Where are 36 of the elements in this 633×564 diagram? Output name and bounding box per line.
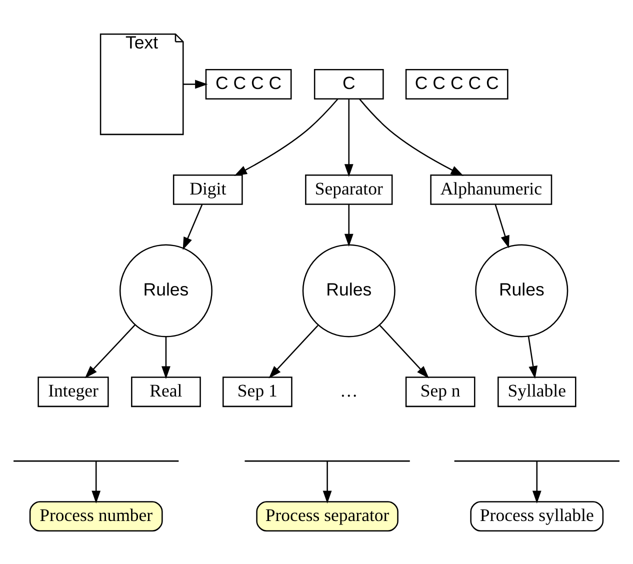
arrow (322, 460, 332, 503)
arrow (162, 336, 170, 378)
node-box: Syllable (498, 376, 576, 407)
arrow (528, 336, 538, 378)
node-box: Alphanumeric (430, 174, 552, 204)
arrow (532, 460, 542, 503)
arrow (379, 324, 430, 378)
arrow (182, 204, 203, 250)
arrow (184, 79, 208, 88)
node-box: Process separator (256, 500, 398, 532)
arrow (494, 204, 510, 248)
node-circle: Rules (302, 244, 396, 337)
arrow (344, 204, 354, 246)
arrow (92, 460, 101, 503)
node-brace (244, 460, 410, 462)
node-circle: Rules (119, 244, 212, 337)
node-box: C C C C C (405, 68, 508, 99)
node-box: C C C C (205, 68, 292, 99)
node-box: Real (131, 376, 201, 407)
node-box: C (314, 68, 384, 99)
node-box: Digit (172, 174, 243, 204)
arrow (359, 98, 464, 176)
node-box: Separator (305, 174, 393, 204)
node-brace (454, 460, 620, 462)
arrow (268, 324, 318, 378)
node-circle: Rules (475, 244, 568, 337)
node-brace (14, 460, 179, 462)
node-box: Integer (38, 376, 109, 407)
arrow (84, 324, 136, 378)
arrow (234, 98, 338, 176)
node-box: Sep n (405, 376, 476, 407)
node-box: Process number (29, 500, 163, 532)
label: … (340, 380, 358, 400)
node-box: Sep 1 (222, 376, 292, 407)
node-box: Process syllable (470, 500, 604, 532)
arrow (344, 98, 354, 176)
